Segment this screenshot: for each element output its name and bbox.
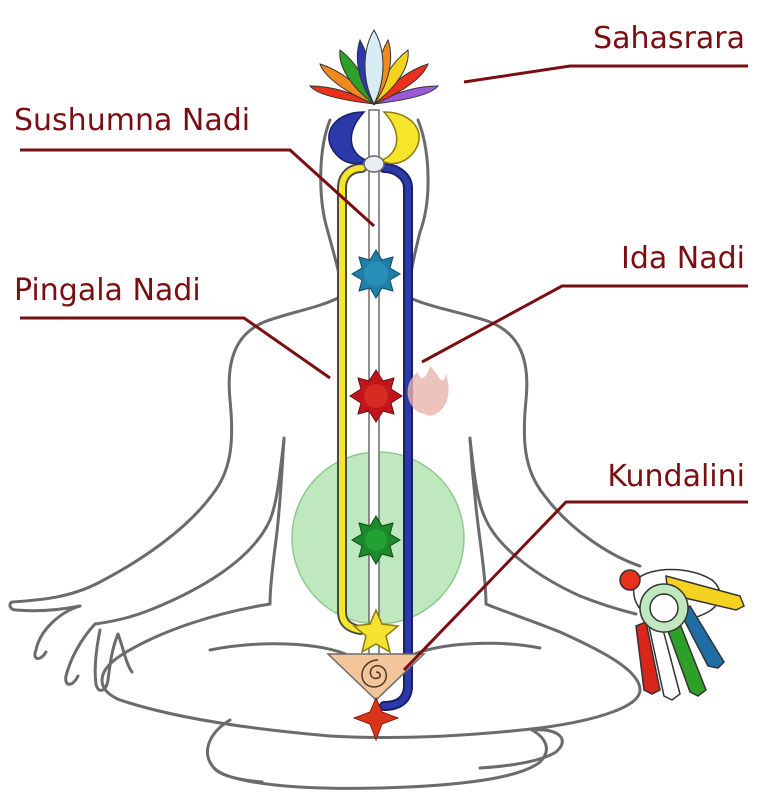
label-kundalini: Kundalini <box>607 459 745 494</box>
sacral-triangle <box>326 653 426 702</box>
torso-left <box>268 436 286 606</box>
right-arm-outline <box>404 294 642 568</box>
right-crescent <box>380 111 420 165</box>
navel-chakra-core <box>365 529 387 551</box>
mudra-red-dot <box>619 569 641 591</box>
pingala-channel-fill <box>339 165 365 633</box>
navel-chakra <box>351 515 401 565</box>
sahasrara-leader <box>463 64 748 84</box>
sushumna-leader <box>20 148 376 228</box>
label-sahasrara: Sahasrara <box>593 21 745 56</box>
left-arm-inner <box>93 438 286 626</box>
kundalini-spiral <box>361 659 387 688</box>
heart-flame <box>407 366 449 416</box>
lower-leg-outline <box>205 718 548 790</box>
ida-channel-fill <box>381 165 411 709</box>
leader-lines <box>20 64 748 672</box>
label-ida-nadi: Ida Nadi <box>620 241 745 276</box>
crown-crescents <box>328 111 420 173</box>
label-pingala-nadi: Pingala Nadi <box>14 273 201 308</box>
ida-leader <box>421 284 748 364</box>
heart-chakra-core <box>364 384 388 408</box>
right-hand-mudra <box>619 568 745 701</box>
throat-chakra-core <box>364 262 388 286</box>
left-crescent <box>328 111 368 165</box>
petal-center <box>364 29 384 106</box>
crown-bindu <box>363 155 385 173</box>
left-arm-outline <box>8 294 344 613</box>
throat-chakra <box>351 249 401 299</box>
finger-red <box>635 620 661 695</box>
solar-star <box>352 608 400 654</box>
left-hand-outline <box>33 604 134 692</box>
sahasrara-lotus <box>308 29 440 106</box>
torso-right <box>468 436 488 606</box>
foot-right <box>478 728 564 770</box>
kundalini-leader <box>402 500 748 672</box>
pingala-leader <box>20 316 331 380</box>
root-star <box>352 696 400 742</box>
mudra-ring-inner <box>649 593 679 623</box>
legs-outline <box>100 602 642 740</box>
body-outline <box>8 118 642 790</box>
label-sushumna-nadi: Sushumna Nadi <box>14 103 251 138</box>
heart-chakra <box>349 369 403 423</box>
knee-inner <box>208 642 352 658</box>
foot-left <box>212 766 264 784</box>
